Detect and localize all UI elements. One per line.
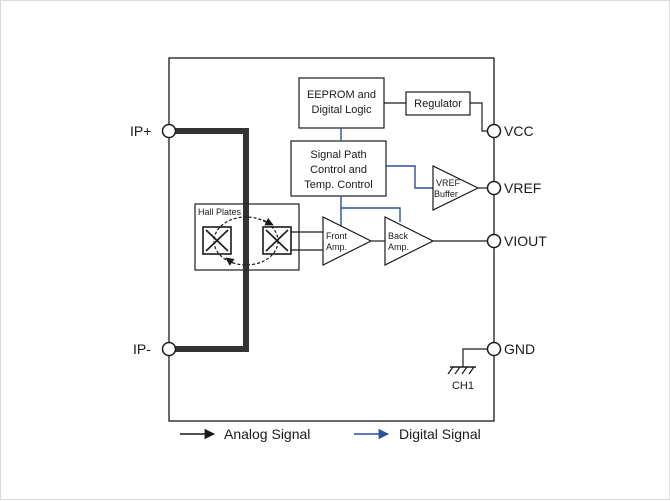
pin-vref [486, 180, 502, 196]
regulator-vcc-wire [470, 102, 487, 132]
back-amplifier [384, 216, 435, 266]
pin-gnd [486, 341, 502, 357]
pin-label-ip-minus: IP- [133, 341, 151, 357]
signal-path-label-line1: Signal Path [310, 149, 366, 161]
legend-digital-label: Digital Signal [399, 426, 481, 442]
pin-label-ip-plus: IP+ [130, 123, 151, 139]
front-amplifier [322, 216, 373, 266]
legend-analog-label: Analog Signal [224, 426, 310, 442]
pin-ip-minus [161, 341, 177, 357]
front-amp-label-line2: Amp. [326, 242, 347, 252]
hall-element-right [262, 226, 292, 255]
chassis-ground-icon [447, 366, 476, 375]
flux-arrow-top [262, 217, 274, 226]
signal-path-label-line3: Temp. Control [304, 179, 372, 191]
regulator-label: Regulator [414, 98, 462, 110]
back-amp-label-line2: Amp. [388, 242, 409, 252]
vref-buffer-label-line2: Buffer [434, 189, 458, 199]
flux-arrow-bottom [225, 257, 235, 266]
pin-ip-plus [161, 123, 177, 139]
pin-viout [486, 233, 502, 249]
pin-label-gnd: GND [504, 341, 535, 357]
eeprom-label-line2: Digital Logic [312, 104, 372, 116]
hall-element-left [202, 226, 232, 255]
back-amp-label-line1: Back [388, 231, 409, 241]
gnd-wire [462, 348, 487, 367]
eeprom-digital-logic-block [298, 77, 385, 129]
signal-path-label-line2: Control and [310, 164, 367, 176]
eeprom-label-line1: EEPROM and [307, 89, 376, 101]
vref-buffer-label-line1: VREF [436, 178, 461, 188]
signal-path-amps-digital-wire [340, 196, 401, 226]
hall-plates-label: Hall Plates [198, 207, 242, 217]
pin-label-vcc: VCC [504, 123, 534, 139]
signal-path-control-block [290, 140, 387, 197]
front-amp-label-line1: Front [326, 231, 348, 241]
pin-vcc [486, 123, 502, 139]
vref-buffer-amplifier [432, 165, 480, 211]
pin-label-viout: VIOUT [504, 233, 547, 249]
signal-path-vref-buffer-digital-wire [386, 165, 433, 189]
magnetic-flux-loop [213, 216, 279, 266]
ground-label: CH1 [452, 380, 474, 392]
pin-label-vref: VREF [504, 180, 541, 196]
